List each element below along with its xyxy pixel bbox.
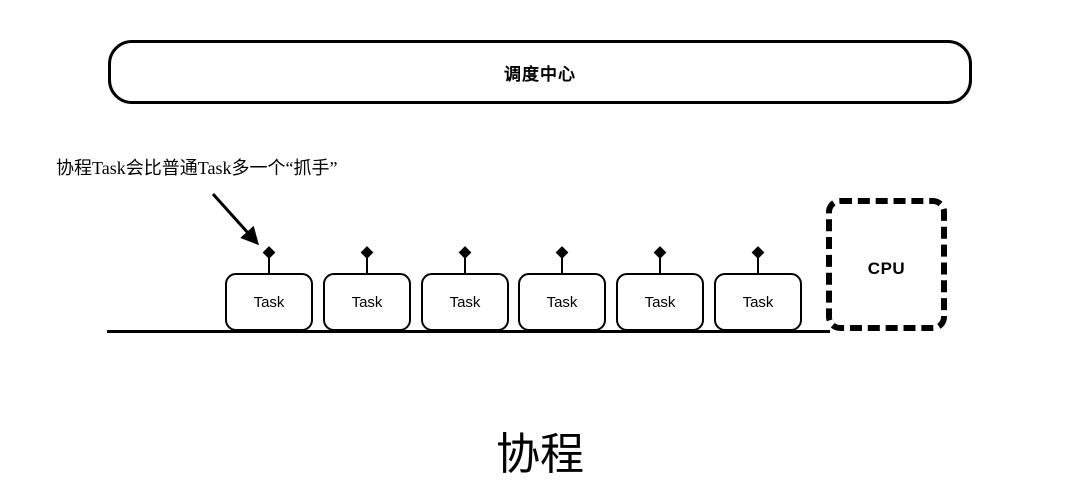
task-stem-icon [560, 255, 564, 275]
task-box[interactable]: Task [323, 273, 411, 331]
task-label: Task [742, 293, 774, 311]
task-box[interactable]: Task [421, 273, 509, 331]
diagram-caption: 协程 [496, 430, 584, 479]
annotation-arrow-line [211, 192, 260, 246]
task-box[interactable]: Task [518, 273, 606, 331]
task-box[interactable]: Task [225, 273, 313, 331]
task-stem-icon [658, 255, 662, 275]
task-label: Task [253, 293, 285, 311]
cpu-box: CPU [826, 198, 947, 331]
cpu-label: CPU [867, 259, 906, 278]
annotation-text: 协程Task会比普通Task多一个“抓手” [56, 158, 338, 178]
task-unit[interactable]: Task [225, 246, 313, 333]
task-label: Task [644, 293, 676, 311]
task-stem-icon [463, 255, 467, 275]
task-box[interactable]: Task [714, 273, 802, 331]
task-stem-icon [365, 255, 369, 275]
task-unit[interactable]: Task [518, 246, 606, 333]
scheduler-center-box: 调度中心 [108, 40, 972, 104]
task-unit[interactable]: Task [323, 246, 411, 333]
task-unit[interactable]: Task [421, 246, 509, 333]
task-unit[interactable]: Task [714, 246, 802, 333]
task-label: Task [449, 293, 481, 311]
task-stem-icon [756, 255, 760, 275]
scheduler-center-label: 调度中心 [504, 64, 576, 84]
task-unit[interactable]: Task [616, 246, 704, 333]
task-stem-icon [267, 255, 271, 275]
task-queue-baseline [107, 330, 830, 333]
task-box[interactable]: Task [616, 273, 704, 331]
task-label: Task [546, 293, 578, 311]
task-label: Task [351, 293, 383, 311]
